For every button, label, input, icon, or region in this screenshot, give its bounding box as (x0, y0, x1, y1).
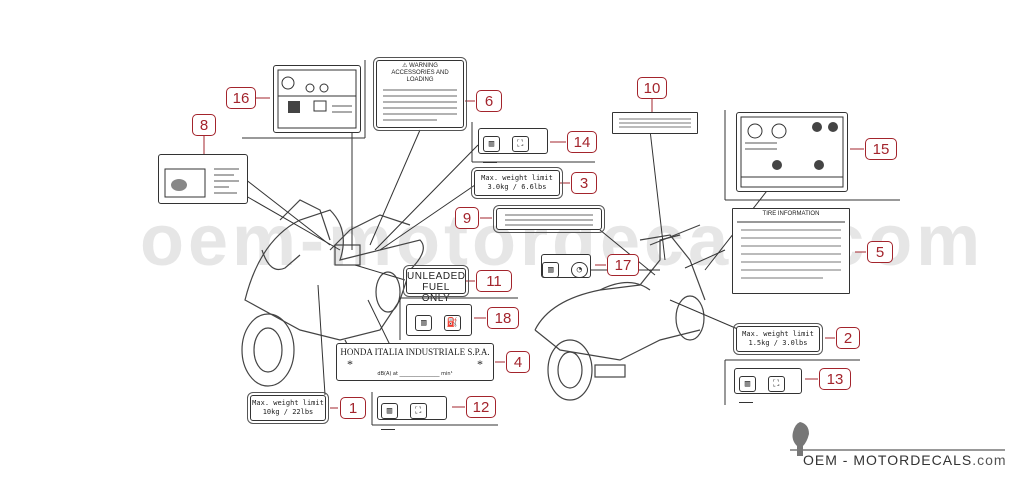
decal-8-art (164, 168, 239, 198)
decal-9-lines (505, 214, 593, 226)
callout-18[interactable]: 18 (487, 307, 519, 329)
decal-icons-13: ▥ ⛶ (734, 368, 802, 403)
fuel-line1: UNLEADED (407, 271, 466, 282)
maker-field1: dB(A) at (377, 371, 398, 377)
scooter-right-drawing (534, 224, 706, 401)
maker-star-right: * (477, 357, 483, 371)
callout-16[interactable]: 16 (226, 87, 256, 109)
fuel-line2: FUEL ONLY (421, 282, 451, 304)
decal-tire-info-5: TIRE INFORMATION (732, 208, 850, 294)
decal-16-art (277, 69, 357, 129)
callout-14[interactable]: 14 (567, 131, 597, 153)
decal-stripe-9 (493, 205, 605, 233)
decal-icons-14: ▥ ⛶ (478, 128, 548, 163)
decal-icons-18: ▥ ⛽ (406, 304, 472, 336)
manual-book-icon: ▥ (381, 402, 398, 419)
scooter-left-drawing (241, 199, 424, 387)
manual-book-icon: ▥ (483, 135, 500, 152)
brand-logo: OEM - MOTORDECALS.com (803, 452, 1007, 468)
decal-fuel-11: UNLEADED FUEL ONLY (403, 265, 469, 304)
callout-13[interactable]: 13 (819, 368, 851, 390)
decal-weight-limit-2: Max. weight limit 1.5kg / 3.0lbs (733, 323, 823, 355)
decal-icons-12: ▥ ⛶ (377, 396, 447, 430)
warning-subtitle: ACCESSORIES AND LOADING (391, 70, 449, 83)
weight-limit-2-line2: 1.5kg / 3.0lbs (748, 339, 808, 347)
decal-warning-6: ⚠ WARNING ACCESSORIES AND LOADING (373, 57, 467, 131)
lock-box-icon: ⛶ (767, 375, 785, 392)
maker-star-left: * (347, 357, 353, 371)
decal-load-16 (273, 65, 361, 133)
decal-weight-limit-3: Max. weight limit 3.0kg / 6.6lbs (471, 167, 563, 199)
callout-5[interactable]: 5 (867, 241, 893, 263)
decal-weight-limit-1: Max. weight limit 10kg / 22lbs (247, 392, 329, 424)
weight-limit-3-line2: 3.0kg / 6.6lbs (487, 183, 547, 191)
callout-1[interactable]: 1 (340, 397, 366, 419)
helmet-icon: ◔ (570, 261, 588, 278)
brand-prefix: OEM - (803, 452, 854, 468)
decal-stripe-10 (612, 112, 698, 134)
callout-10[interactable]: 10 (637, 77, 667, 99)
text-rule (739, 402, 753, 403)
weight-limit-3-line1: Max. weight limit (481, 174, 553, 182)
callout-11[interactable]: 11 (476, 270, 512, 292)
manual-book-icon: ▥ (542, 261, 560, 278)
decal-icons-17: ▥ ◔ (541, 254, 591, 278)
callout-3[interactable]: 3 (571, 172, 597, 194)
callout-9[interactable]: 9 (455, 207, 479, 229)
callout-2[interactable]: 2 (836, 327, 860, 349)
callout-12[interactable]: 12 (466, 396, 496, 418)
weight-limit-2-line1: Max. weight limit (742, 330, 814, 338)
tire-info-title: TIRE INFORMATION (762, 211, 820, 217)
manual-book-icon: ▥ (739, 375, 756, 392)
warning-text-lines (383, 89, 457, 121)
brand-suffix: .com (972, 452, 1007, 468)
callout-4[interactable]: 4 (506, 351, 530, 373)
weight-limit-1-line2: 10kg / 22lbs (262, 408, 314, 416)
brand-name: MOTORDECALS (853, 452, 973, 468)
maker-plate-title: HONDA ITALIA INDUSTRIALE S.P.A. (340, 347, 490, 357)
knight-logo-icon (792, 422, 809, 456)
manual-book-icon: ▥ (415, 314, 433, 331)
callout-17[interactable]: 17 (607, 254, 639, 276)
decal-info-8 (158, 154, 248, 204)
text-rule (381, 429, 395, 430)
weight-limit-1-line1: Max. weight limit (252, 399, 324, 407)
warning-title: ⚠ WARNING (402, 63, 438, 69)
callout-8[interactable]: 8 (192, 114, 216, 136)
decal-maker-plate-4: HONDA ITALIA INDUSTRIALE S.P.A. * * dB(A… (336, 343, 494, 381)
decal-15-art (740, 116, 844, 188)
tire-info-lines (737, 221, 845, 279)
decal-load-15 (736, 112, 848, 192)
text-rule (483, 162, 497, 163)
decal-10-lines (619, 118, 691, 128)
fuel-pump-icon: ⛽ (443, 314, 461, 331)
callout-15[interactable]: 15 (865, 138, 897, 160)
callout-connectors (203, 97, 866, 409)
lock-box-icon: ⛶ (511, 135, 529, 152)
section-dividers (242, 60, 1005, 451)
callout-6[interactable]: 6 (476, 90, 502, 112)
maker-field2: min¹ (441, 371, 453, 377)
lock-box-icon: ⛶ (409, 402, 427, 419)
